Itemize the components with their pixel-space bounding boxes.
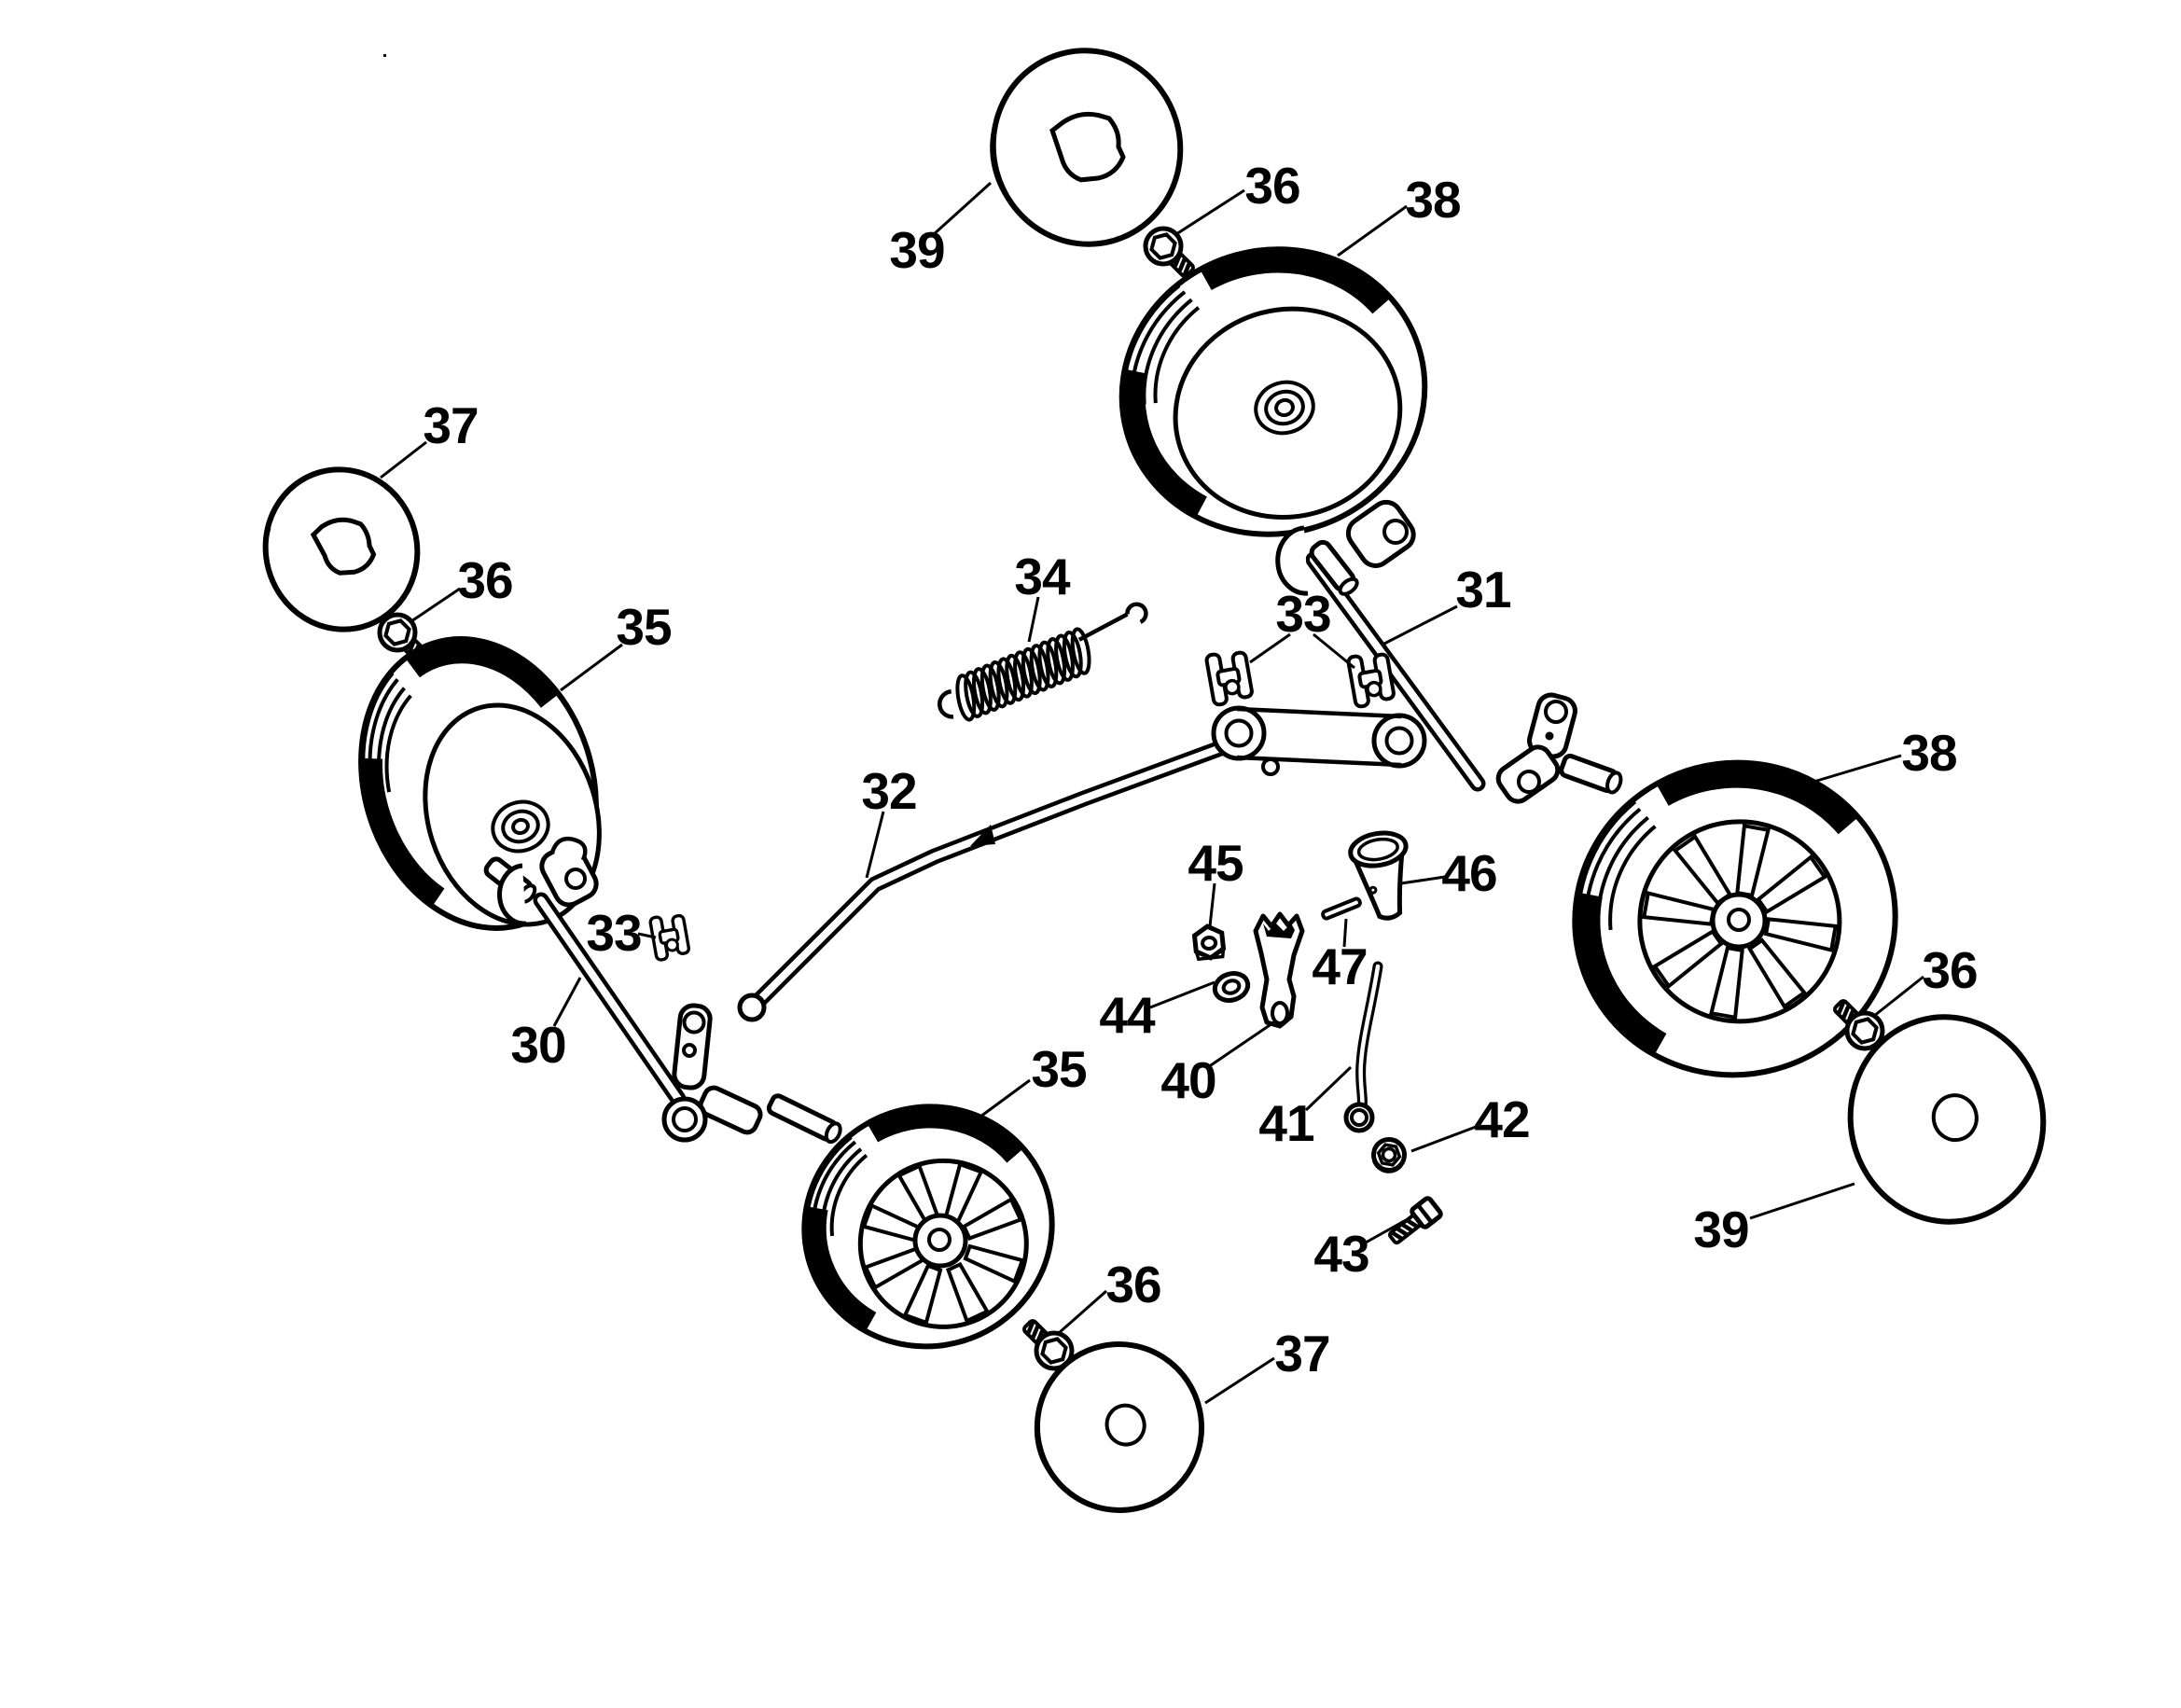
leader-line-39 <box>931 181 993 237</box>
part-label-38: 38 <box>1405 171 1460 229</box>
part-label-37: 37 <box>423 396 478 454</box>
spring-34 <box>938 602 1148 723</box>
knob-46 <box>1348 830 1409 921</box>
leader-line-47 <box>1342 918 1348 948</box>
lever-bar-32 <box>737 705 1427 1022</box>
part-label-34: 34 <box>1014 548 1071 605</box>
part-label-41: 41 <box>1258 1094 1314 1152</box>
bolt-43 <box>1387 1196 1443 1245</box>
leader-line-38 <box>1810 754 1902 785</box>
part-label-36: 36 <box>457 551 512 609</box>
leader-line-37 <box>1204 1356 1275 1405</box>
washer-44 <box>1212 971 1251 1003</box>
axle-arm-30 <box>483 836 842 1145</box>
hubcap-39-right <box>1847 1014 2047 1225</box>
callouts-layer: 39 36 38 37 36 35 34 33 31 32 33 30 35 36 37 38 36 39 40 41… <box>380 157 1979 1405</box>
part-label-33: 33 <box>586 904 641 962</box>
leader-line-34 <box>1027 596 1040 643</box>
part-label-35: 35 <box>616 598 672 656</box>
nut-42 <box>1371 1137 1407 1173</box>
part-label-39: 39 <box>889 221 944 279</box>
part-label-46: 46 <box>1441 844 1496 902</box>
part-label-39: 39 <box>1693 1201 1748 1258</box>
part-label-38: 38 <box>1901 724 1956 782</box>
part-label-36: 36 <box>1244 157 1299 215</box>
part-label-36: 36 <box>1105 1256 1160 1313</box>
leader-line-33 <box>1313 632 1355 670</box>
part-label-45: 45 <box>1188 834 1243 892</box>
leader-line-36 <box>1175 188 1245 236</box>
leader-line-46 <box>1400 875 1446 885</box>
part-label-43: 43 <box>1313 1225 1368 1283</box>
leader-line-35 <box>979 1078 1031 1118</box>
part-label-35: 35 <box>1031 1040 1087 1098</box>
leader-line-41 <box>1304 1065 1353 1112</box>
leader-line-45 <box>1208 882 1216 927</box>
wheel-38-top <box>1118 246 1428 537</box>
axle-arm-31 <box>1275 499 1623 804</box>
stray-mark <box>383 54 386 57</box>
part-label-31: 31 <box>1455 561 1511 618</box>
wheel-38-right <box>1572 759 1898 1078</box>
part-label-33: 33 <box>1275 585 1330 643</box>
part-label-44: 44 <box>1099 986 1156 1044</box>
hubcap-37-left <box>262 466 421 632</box>
leader-line-35 <box>560 643 623 692</box>
wheel-35-left <box>358 636 602 931</box>
leader-line-36 <box>410 587 461 623</box>
clip-33-b <box>1345 648 1397 710</box>
hubcap-37-bottom <box>1034 1341 1205 1513</box>
leader-line-30 <box>552 977 582 1027</box>
leader-line-36 <box>1873 975 1924 1018</box>
part-label-36: 36 <box>1922 941 1977 999</box>
nut-45 <box>1191 923 1227 962</box>
leader-line-43 <box>1365 1218 1407 1244</box>
leader-line-31 <box>1383 604 1458 646</box>
part-label-30: 30 <box>510 1016 565 1074</box>
part-label-32: 32 <box>861 762 916 820</box>
clip-33-a <box>1203 646 1256 708</box>
leader-line-33 <box>637 932 657 939</box>
bracket-40 <box>1253 911 1305 1029</box>
lever-41 <box>1343 961 1383 1133</box>
leader-line-42 <box>1410 1125 1477 1153</box>
hubcap-39-top <box>990 48 1184 247</box>
leader-line-39 <box>1749 1182 1855 1220</box>
leader-line-37 <box>380 440 427 479</box>
leader-line-38 <box>1337 204 1408 257</box>
wheel-35-bottom <box>801 1104 1055 1350</box>
leader-line-36 <box>1058 1289 1107 1335</box>
part-label-37: 37 <box>1274 1325 1329 1382</box>
part-label-42: 42 <box>1474 1090 1529 1148</box>
leader-line-32 <box>865 811 885 879</box>
part-label-40: 40 <box>1160 1051 1216 1109</box>
leader-line-44 <box>1149 980 1216 1009</box>
pin-47 <box>1321 896 1362 921</box>
leader-line-33 <box>1249 632 1291 664</box>
leader-line-40 <box>1207 1020 1276 1069</box>
part-label-47: 47 <box>1312 937 1367 995</box>
